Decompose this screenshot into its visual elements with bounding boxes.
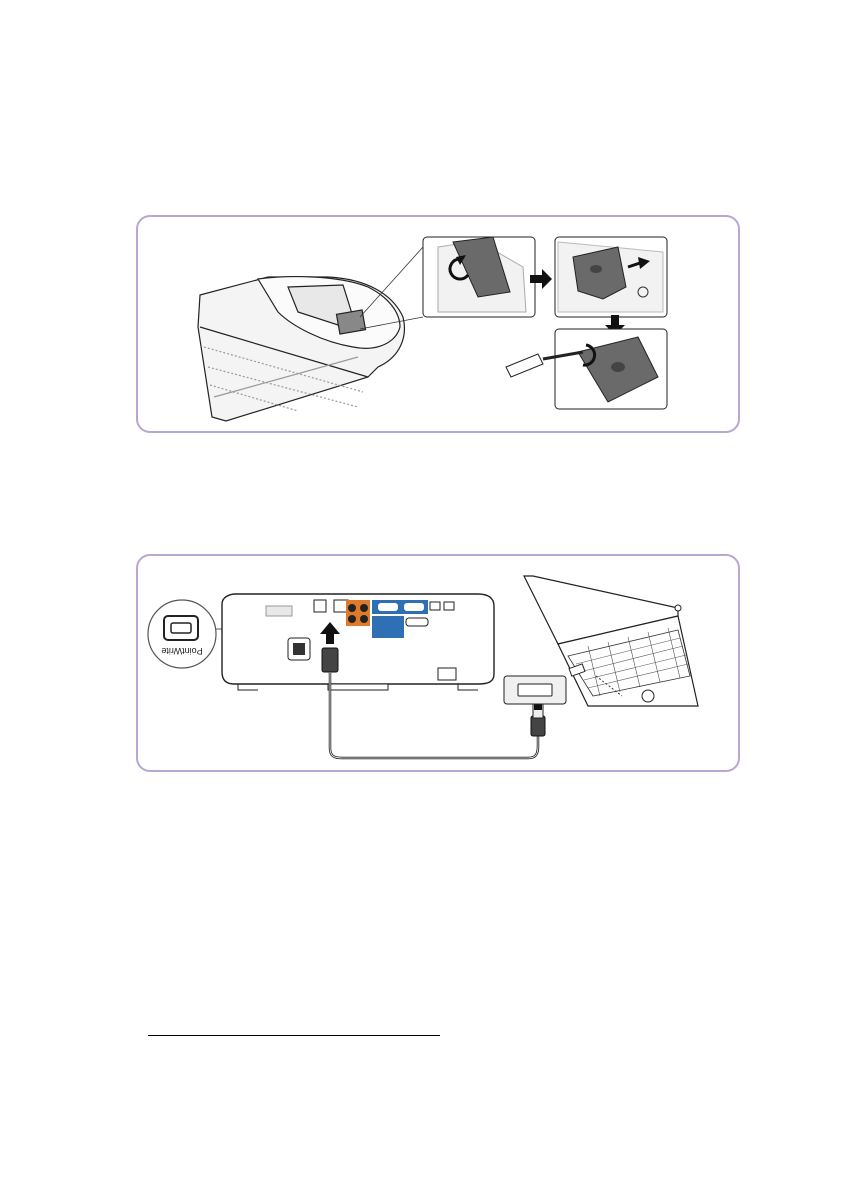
pointwrite-label: PointWrite xyxy=(161,646,202,656)
usb-connection-figure: PointWrite xyxy=(136,554,740,772)
projector-rear-panel xyxy=(222,594,494,690)
detail-lift-cover xyxy=(555,237,667,317)
projector-body xyxy=(198,277,404,421)
footnote-separator xyxy=(148,1035,440,1036)
projector-usb-laptop-icon: PointWrite xyxy=(138,556,742,774)
lamp-cover-removal-figure xyxy=(136,215,740,433)
projector-lamp-cover-icon xyxy=(138,217,742,435)
detail-open-cover xyxy=(423,237,535,317)
detail-unscrew-cover xyxy=(506,329,667,409)
